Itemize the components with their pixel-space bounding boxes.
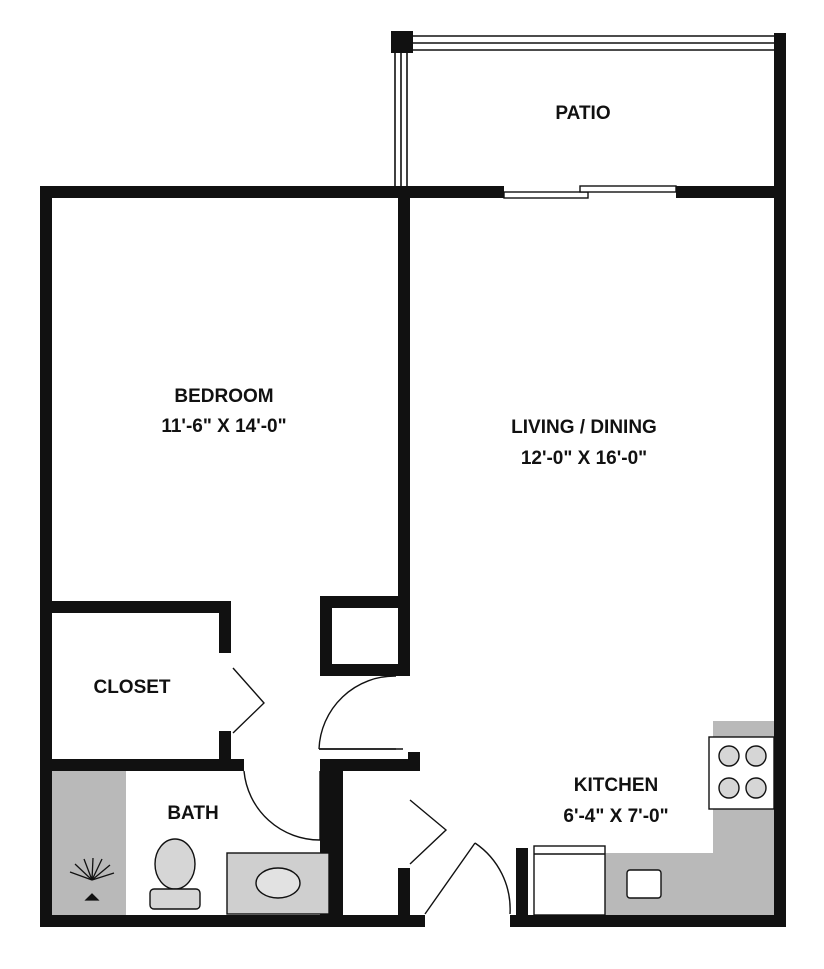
patio-corner-post (391, 31, 413, 53)
wall-hall-right (331, 759, 343, 927)
wall-column-bottom (320, 664, 410, 676)
closet-label: CLOSET (93, 677, 170, 698)
living-label: LIVING / DINING (511, 417, 657, 438)
bedroom-door-swing (318, 675, 403, 750)
closet-bifold-door (232, 667, 265, 734)
wall-outer-right (774, 33, 786, 927)
wall-outer-bottom-left (40, 915, 425, 927)
wall-outer-left (40, 186, 52, 927)
room-labels: PATIO BEDROOM 11'-6" X 14'-0" LIVING / D… (93, 103, 668, 827)
wall-outer-bottom-right (510, 915, 786, 927)
wall-bedroom-living (398, 186, 410, 676)
wall-kitchen-stub (516, 848, 528, 927)
wall-closet-right-upper (219, 601, 231, 653)
wall-hall-top (320, 759, 420, 771)
shower-icon (69, 857, 115, 901)
wall-top-living-left (398, 186, 504, 198)
refrigerator-icon (533, 845, 606, 916)
patio-railings (394, 35, 774, 186)
bedroom-dims: 11'-6" X 14'-0" (161, 416, 286, 437)
bathtub-icon (226, 852, 330, 915)
bath-label: BATH (167, 803, 218, 824)
entry-door-swing (424, 842, 511, 915)
wall-outer-top-bedroom (40, 186, 410, 198)
wall-column-left (320, 596, 332, 676)
sink-icon (626, 869, 662, 899)
walls (40, 31, 786, 927)
bath-shower-floor (52, 770, 126, 915)
wall-column-top (320, 596, 410, 608)
bedroom-label: BEDROOM (174, 386, 273, 407)
living-dims: 12'-0" X 16'-0" (521, 448, 647, 469)
wall-closet-top (40, 601, 231, 613)
slider-panel-right (579, 185, 677, 193)
wall-closet-bath (40, 759, 244, 771)
sliding-door (503, 185, 677, 199)
wall-entry-stub (398, 868, 410, 927)
patio-label: PATIO (555, 103, 610, 124)
stove-icon (708, 736, 775, 810)
toilet-icon (149, 838, 201, 910)
slider-panel-left (503, 191, 589, 199)
doors (232, 667, 511, 915)
hall-bifold-door (409, 799, 448, 865)
bath-fixtures (69, 838, 330, 915)
kitchen-fixtures (533, 736, 775, 916)
kitchen-label: KITCHEN (574, 775, 658, 796)
wall-top-living-right (676, 186, 786, 198)
kitchen-dims: 6'-4" X 7'-0" (563, 806, 668, 827)
wall-closet-right-lower (219, 731, 231, 762)
bath-door-swing (243, 770, 321, 841)
wall-hall-stub-top (408, 752, 420, 771)
